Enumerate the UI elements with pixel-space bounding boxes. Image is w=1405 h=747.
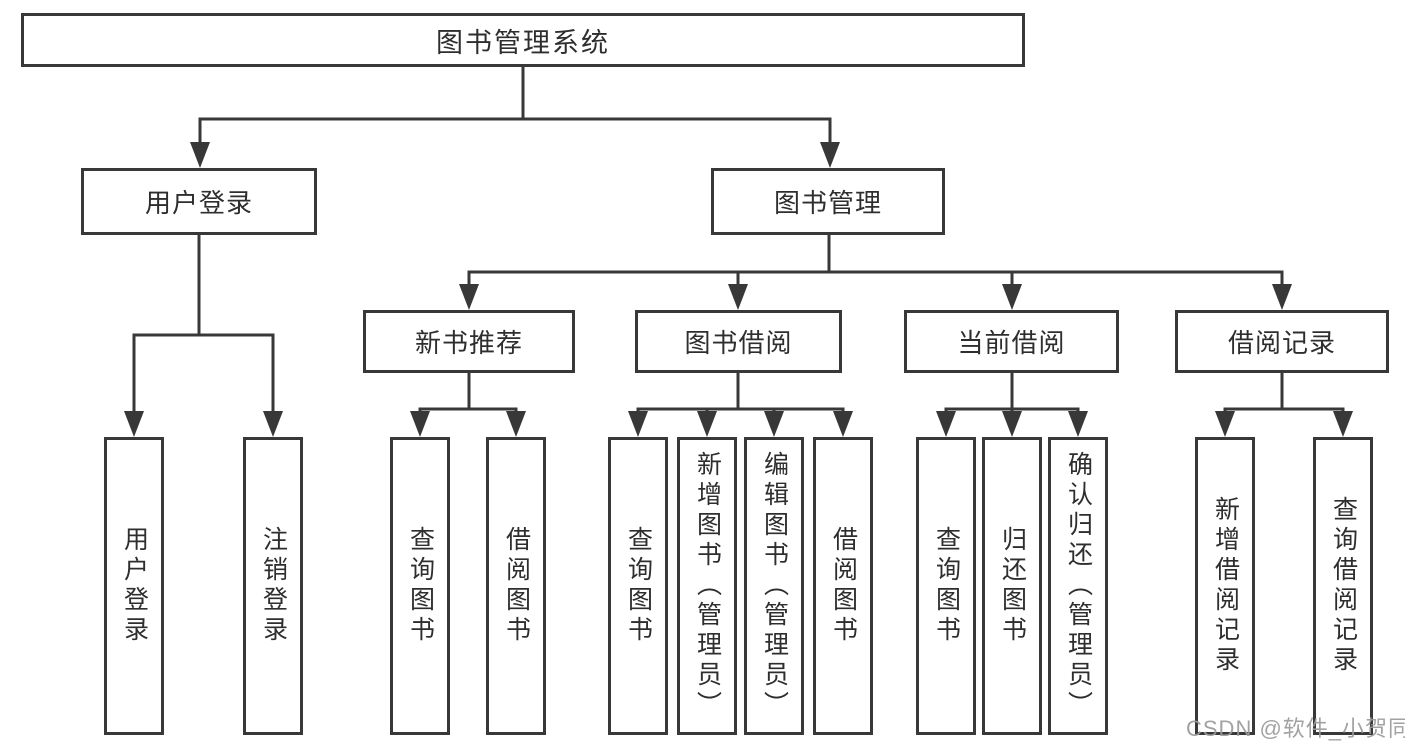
- arrowhead: [190, 142, 210, 168]
- connector-root-to-level1: [198, 65, 832, 149]
- leaf-user-login: 用户登录: [104, 437, 164, 735]
- arrowhead: [936, 411, 956, 437]
- leaf-edit-book-admin: 编辑图书（管理员）: [744, 437, 804, 735]
- csdn-watermark: CSDN @软件_小贺同学: [1186, 716, 1405, 741]
- node-user-login: 用户登录: [81, 168, 317, 235]
- node-library-management-system: 图书管理系统: [21, 13, 1025, 67]
- leaf-borrow-books-borrowing: 借阅图书: [813, 437, 873, 735]
- leaf-borrow-books-recommend: 借阅图书: [486, 437, 546, 735]
- leaf-label: 查询图书: [406, 526, 435, 646]
- leaf-label: 借阅图书: [829, 526, 858, 646]
- arrowhead: [459, 284, 479, 310]
- connector-current-borrowing-branch: [944, 371, 1080, 418]
- leaf-label: 编辑图书（管理员）: [760, 451, 789, 721]
- arrowhead: [263, 411, 283, 437]
- leaf-label: 新增图书（管理员）: [693, 451, 722, 721]
- node-label: 用户登录: [144, 188, 253, 218]
- node-current-borrowing: 当前借阅: [904, 310, 1119, 373]
- leaf-query-books-current: 查询图书: [916, 437, 976, 735]
- leaf-label: 新增借阅记录: [1211, 496, 1240, 676]
- connector-book-borrowing-branch: [636, 371, 845, 418]
- connector-user-login-branch: [132, 233, 275, 418]
- leaf-label: 查询图书: [624, 526, 653, 646]
- node-book-management: 图书管理: [711, 168, 945, 235]
- arrowhead: [1068, 411, 1088, 437]
- leaf-query-books-recommend: 查询图书: [390, 437, 450, 735]
- arrowhead: [1333, 411, 1353, 437]
- arrowhead: [410, 411, 430, 437]
- node-borrowing-records: 借阅记录: [1175, 310, 1389, 373]
- node-label: 新书推荐: [414, 328, 523, 358]
- arrowhead: [820, 142, 840, 168]
- leaf-label: 用户登录: [120, 526, 149, 646]
- leaf-label: 注销登录: [259, 526, 288, 646]
- arrowhead: [1272, 284, 1292, 310]
- node-label: 图书管理系统: [436, 27, 610, 58]
- leaf-label: 确认归还（管理员）: [1064, 451, 1093, 721]
- leaf-label: 归还图书: [998, 526, 1027, 646]
- arrowhead: [1002, 411, 1022, 437]
- node-label: 借阅记录: [1227, 328, 1336, 358]
- node-label: 图书管理: [773, 188, 882, 218]
- node-book-borrowing: 图书借阅: [635, 310, 842, 373]
- leaf-confirm-return-admin: 确认归还（管理员）: [1048, 437, 1108, 735]
- connector-new-book-branch: [418, 371, 518, 418]
- leaf-query-borrow-record: 查询借阅记录: [1313, 437, 1373, 735]
- leaf-logout: 注销登录: [243, 437, 303, 735]
- arrowhead: [833, 411, 853, 437]
- connector-book-management-branch: [467, 233, 1284, 291]
- leaf-label: 借阅图书: [502, 526, 531, 646]
- arrowhead: [124, 411, 144, 437]
- leaf-query-books-borrowing: 查询图书: [608, 437, 668, 735]
- leaf-add-book-admin: 新增图书（管理员）: [677, 437, 737, 735]
- node-new-book-recommendation: 新书推荐: [363, 310, 575, 373]
- arrowhead: [697, 411, 717, 437]
- arrowhead: [728, 284, 748, 310]
- leaf-label: 查询图书: [932, 526, 961, 646]
- arrowhead: [1215, 411, 1235, 437]
- arrowhead: [764, 411, 784, 437]
- node-label: 当前借阅: [957, 328, 1066, 358]
- connector-borrowing-records-branch: [1223, 371, 1345, 418]
- leaf-add-borrow-record: 新增借阅记录: [1195, 437, 1255, 735]
- leaf-label: 查询借阅记录: [1329, 496, 1358, 676]
- arrowhead: [506, 411, 526, 437]
- arrowhead: [1002, 284, 1022, 310]
- arrowhead: [628, 411, 648, 437]
- node-label: 图书借阅: [684, 328, 793, 358]
- leaf-return-books: 归还图书: [982, 437, 1042, 735]
